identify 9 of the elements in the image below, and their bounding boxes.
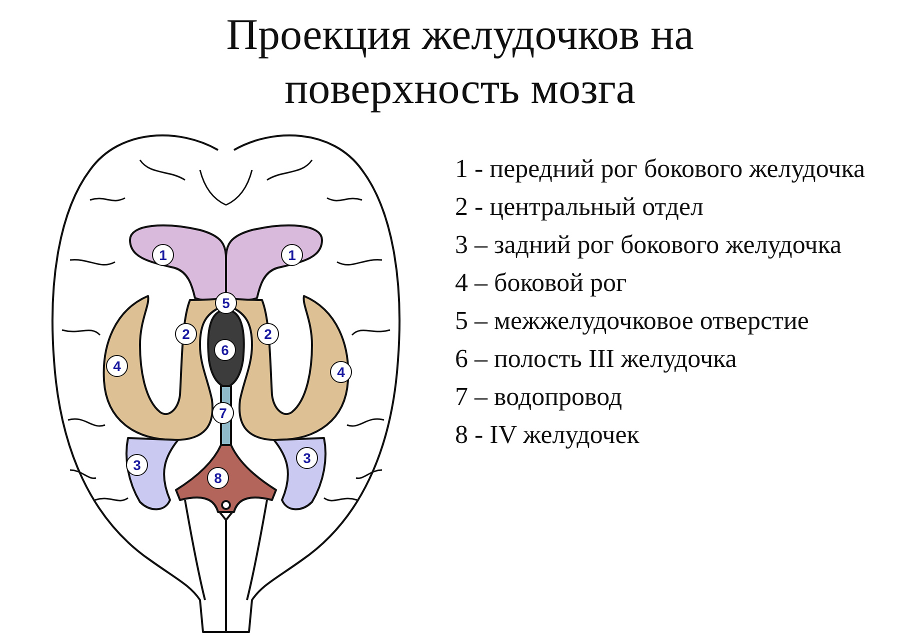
key-entry: 2 - центральный отдел (455, 191, 705, 223)
key-entry: 7 – водопровод (455, 381, 624, 413)
key-entry: 4 – боковой рог (455, 267, 628, 299)
key-entry: 3 – задний рог бокового желудочка (455, 229, 843, 261)
key-entry: 6 – полость III желудочка (455, 343, 738, 375)
key-entry: 1 - передний рог бокового желудочка (455, 153, 866, 185)
key-entry: 8 - IV желудочек (455, 419, 640, 451)
title: Проекция желудочков на поверхность мозга (225, 9, 695, 115)
key-entry: 5 – межжелудочковое отверстие (455, 305, 810, 337)
